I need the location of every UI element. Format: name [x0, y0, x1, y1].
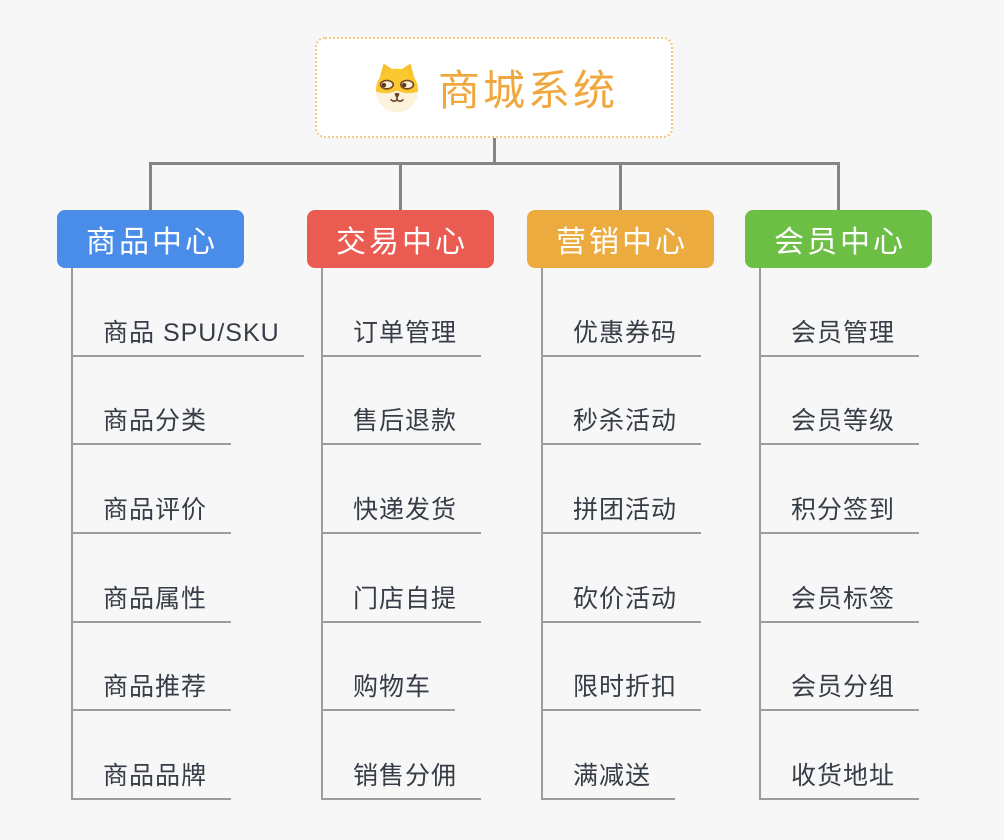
subtopic-member-group[interactable]: 会员分组: [761, 667, 920, 712]
subtopic-order-management[interactable]: 订单管理: [323, 313, 482, 357]
subtopic-product-recommend[interactable]: 商品推荐: [73, 667, 232, 712]
branch-topic-marketing-center[interactable]: 营销中心: [527, 210, 714, 268]
subtopic-coupon-code[interactable]: 优惠券码: [543, 313, 702, 357]
subtopic-group-buy[interactable]: 拼团活动: [543, 490, 702, 535]
subtopic-member-tag[interactable]: 会员标签: [761, 579, 920, 623]
subtopic-shipping-address[interactable]: 收货地址: [761, 756, 920, 801]
subtopic-points-checkin[interactable]: 积分签到: [761, 490, 920, 535]
subtopic-product-review[interactable]: 商品评价: [73, 490, 232, 535]
subtopic-product-spu-sku[interactable]: 商品 SPU/SKU: [73, 313, 304, 357]
subtopic-express-delivery[interactable]: 快递发货: [323, 490, 482, 535]
root-title: 商城系统: [437, 67, 618, 114]
subtopic-flash-sale[interactable]: 秒杀活动: [543, 401, 702, 446]
connector-horizontal-bus: [149, 162, 840, 165]
shiba-dog-icon: [370, 61, 424, 115]
branch-topic-trade-center[interactable]: 交易中心: [307, 210, 494, 268]
branch-children-trade: 订单管理 售后退款 快递发货 门店自提 购物车 销售分佣: [321, 268, 601, 801]
branch-children-marketing: 优惠券码 秒杀活动 拼团活动 砍价活动 限时折扣 满减送: [541, 268, 821, 801]
connector-drop-trade: [399, 162, 402, 210]
subtopic-spend-and-save[interactable]: 满减送: [543, 756, 676, 801]
branch-children-member: 会员管理 会员等级 积分签到 会员标签 会员分组 收货地址: [759, 268, 1004, 801]
connector-root-drop: [493, 138, 496, 165]
subtopic-sales-commission[interactable]: 销售分佣: [323, 756, 482, 801]
subtopic-bargain-activity[interactable]: 砍价活动: [543, 579, 702, 623]
connector-drop-product: [149, 162, 152, 210]
subtopic-product-brand[interactable]: 商品品牌: [73, 756, 232, 801]
connector-drop-marketing: [619, 162, 622, 210]
connector-drop-member: [837, 162, 840, 210]
subtopic-store-pickup[interactable]: 门店自提: [323, 579, 482, 623]
branch-topic-product-center[interactable]: 商品中心: [57, 210, 244, 268]
branch-children-product: 商品 SPU/SKU 商品分类 商品评价 商品属性 商品推荐 商品品牌: [71, 268, 351, 801]
subtopic-shopping-cart[interactable]: 购物车: [323, 667, 456, 712]
subtopic-member-management[interactable]: 会员管理: [761, 313, 920, 357]
subtopic-product-category[interactable]: 商品分类: [73, 401, 232, 446]
subtopic-product-attribute[interactable]: 商品属性: [73, 579, 232, 623]
subtopic-limited-time-discount[interactable]: 限时折扣: [543, 667, 702, 712]
subtopic-member-level[interactable]: 会员等级: [761, 401, 920, 446]
subtopic-aftersale-refund[interactable]: 售后退款: [323, 401, 482, 446]
branch-topic-member-center[interactable]: 会员中心: [745, 210, 932, 268]
root-topic[interactable]: 商城系统: [315, 37, 673, 138]
